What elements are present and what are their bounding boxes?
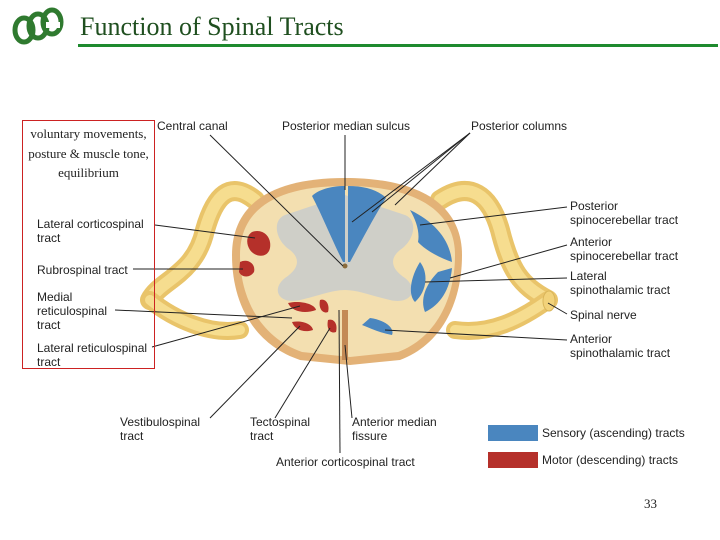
- medial-reticulospinal-tract-region: [319, 299, 329, 313]
- label-lateral-reticulospinal: Lateral reticulospinal tract: [37, 341, 148, 369]
- rubrospinal-tract: [239, 260, 255, 277]
- leader-lines: [114, 132, 568, 454]
- label-central-canal: Central canal: [157, 119, 228, 133]
- label-posterior-columns: Posterior columns: [471, 119, 568, 133]
- posterior-columns-right: [348, 186, 386, 262]
- lateral-reticulospinal-tract: [288, 301, 316, 312]
- title-rule: [78, 44, 718, 47]
- note-box: [22, 120, 155, 369]
- label-posterior-spinocerebellar: Posterior spinocerebellar tract: [570, 199, 679, 227]
- vestibulospinal-tract-region: [292, 321, 313, 332]
- label-medial-reticulospinal: Medial reticulospinal tract: [37, 290, 108, 332]
- logo-shape: [12, 7, 64, 45]
- legend-swatch-sensory: [488, 425, 538, 441]
- slide-title: Function of Spinal Tracts: [80, 12, 344, 41]
- label-anterior-corticospinal: Anterior corticospinal tract: [276, 455, 415, 469]
- label-posterior-median-sulcus: Posterior median sulcus: [282, 119, 411, 133]
- label-anterior-median-fissure: Anterior median fissure: [352, 415, 437, 443]
- label-vestibulospinal: Vestibulospinal tract: [120, 415, 201, 443]
- posterior-spinocerebellar-tract: [410, 210, 452, 262]
- note-text: voluntary movements, posture & muscle to…: [28, 126, 149, 180]
- anterior-median-fissure: [342, 310, 348, 360]
- posterior-columns-left: [312, 186, 345, 262]
- page-number: 33: [644, 496, 657, 511]
- legend-swatch-motor: [488, 452, 538, 468]
- label-anterior-spinothalamic: Anterior spinothalamic tract: [570, 332, 671, 360]
- label-anterior-spinocerebellar: Anterior spinocerebellar tract: [570, 235, 679, 263]
- left-spinal-nerve: [140, 181, 265, 340]
- central-canal: [342, 263, 348, 269]
- label-spinal-nerve: Spinal nerve: [570, 308, 637, 322]
- label-lateral-spinothalamic: Lateral spinothalamic tract: [570, 269, 671, 297]
- anterior-spinothalamic-tract: [362, 318, 393, 335]
- legend-label-sensory: Sensory (ascending) tracts: [542, 426, 685, 440]
- ecc-logo: [12, 7, 64, 45]
- anterior-spinocerebellar-tract: [423, 268, 452, 312]
- label-lateral-corticospinal: Lateral corticospinal tract: [37, 217, 144, 245]
- lateral-spinothalamic-tract: [410, 262, 426, 302]
- legend-label-motor: Motor (descending) tracts: [542, 453, 679, 467]
- right-spinal-nerve: [430, 181, 558, 340]
- label-rubrospinal: Rubrospinal tract: [37, 263, 128, 277]
- label-tectospinal: Tectospinal tract: [250, 415, 311, 443]
- lateral-corticospinal-tract: [247, 230, 271, 256]
